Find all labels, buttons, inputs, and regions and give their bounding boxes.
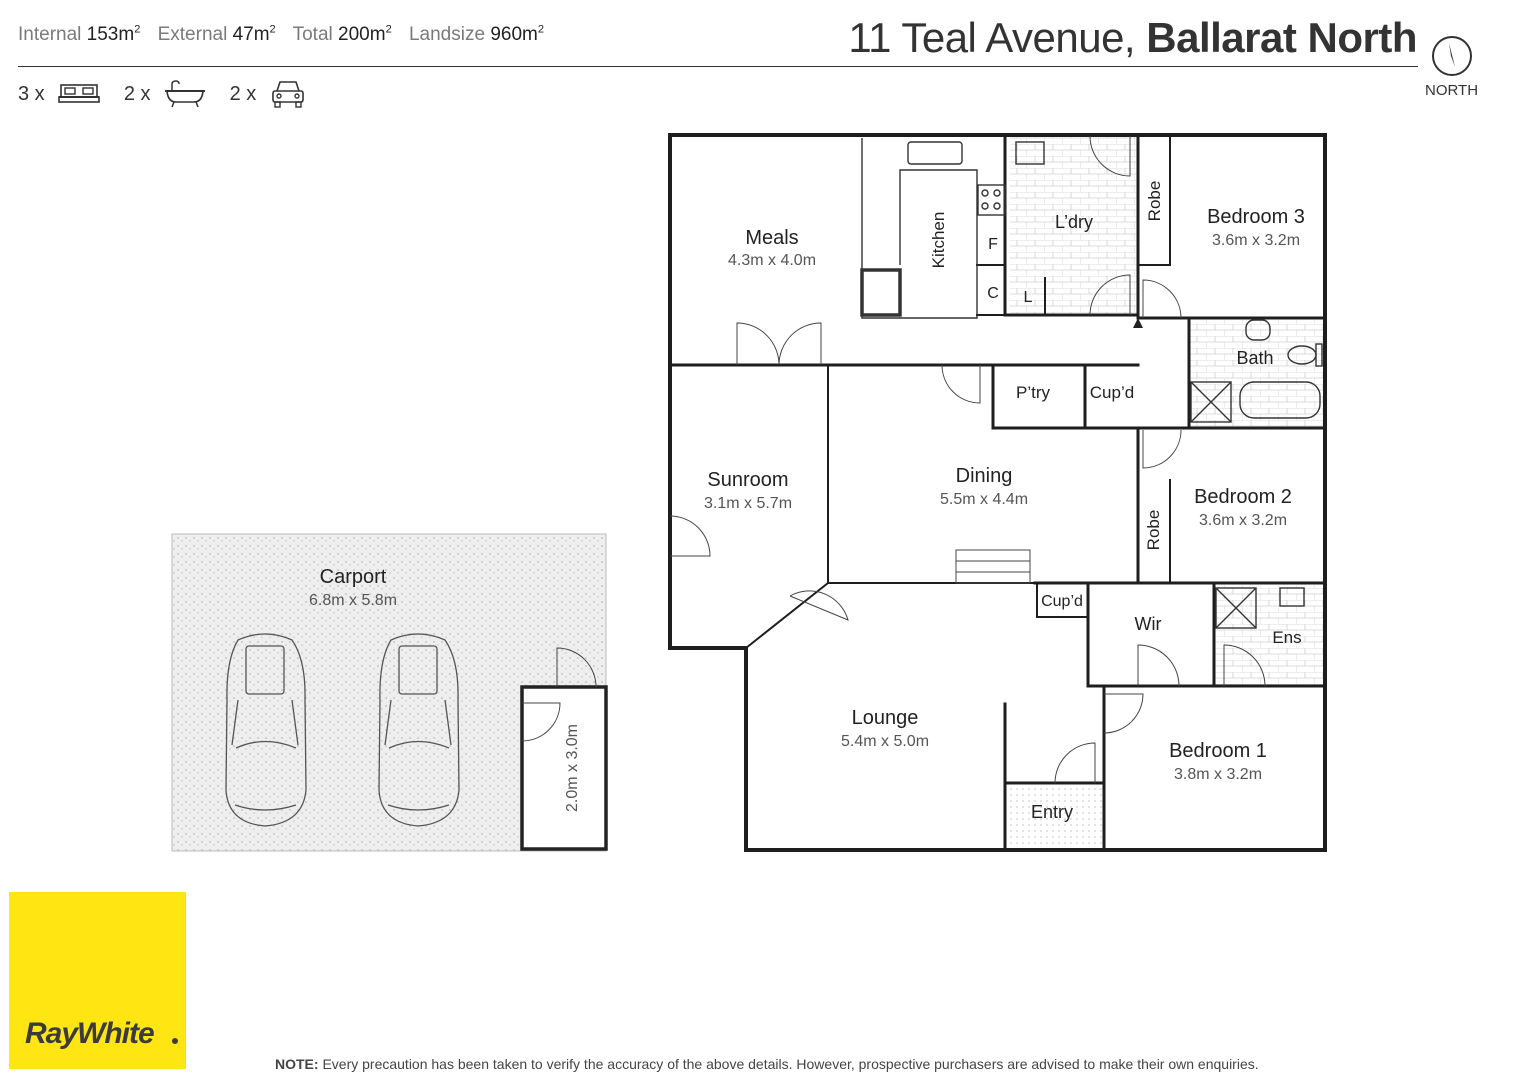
compass-label: NORTH xyxy=(1425,82,1479,99)
property-address: 11 Teal Avenue, Ballarat North xyxy=(848,14,1417,62)
carport-area xyxy=(171,533,607,852)
bed-icon xyxy=(58,84,101,103)
address-street: 11 Teal Avenue, xyxy=(848,14,1136,61)
dining-label: Dining xyxy=(956,465,1013,487)
carport-label: Carport xyxy=(320,566,387,588)
bedroom3-label: Bedroom 3 xyxy=(1207,206,1305,228)
sunroom-label: Sunroom xyxy=(707,469,788,491)
note-text: Every precaution has been taken to verif… xyxy=(318,1056,1259,1072)
robe3-label: Robe xyxy=(1145,181,1164,222)
logo-text: RayWhite xyxy=(25,1017,155,1050)
bedroom1-dims: 3.8m x 3.2m xyxy=(1174,766,1262,783)
bath-icon xyxy=(165,80,206,108)
car-right-icon xyxy=(378,633,460,827)
cupd1-label: Cup’d xyxy=(1090,383,1134,402)
cupd2-label: Cup’d xyxy=(1041,593,1083,610)
bath-count: 2 x xyxy=(123,82,151,105)
shed-dims: 2.0m x 3.0m xyxy=(564,724,581,812)
stat-landsize: Landsize 960m2 xyxy=(408,24,544,46)
logo-dot xyxy=(172,1038,178,1044)
stat-internal: Internal 153m2 xyxy=(18,24,141,46)
bedroom2-label: Bedroom 2 xyxy=(1194,486,1292,508)
wir-label: Wir xyxy=(1135,614,1162,634)
house-walls xyxy=(668,133,1327,852)
kitchen-label: Kitchen xyxy=(929,212,948,269)
storage-shed xyxy=(520,647,608,851)
meals-label: Meals xyxy=(745,227,798,249)
header-divider xyxy=(18,66,1418,67)
pantry-label: P’try xyxy=(1016,383,1051,402)
disclaimer-note: NOTE: Every precaution has been taken to… xyxy=(275,1056,1259,1072)
ensuite-label: Ens xyxy=(1272,628,1301,647)
feature-summary: 3 x 2 x 2 x xyxy=(18,79,324,109)
room-floors xyxy=(1006,136,1324,850)
car-left-icon xyxy=(225,633,307,827)
robe2-label: Robe xyxy=(1144,510,1163,551)
fridge-label: F xyxy=(988,236,998,253)
property-stats: Internal 153m2 External 47m2 Total 200m2… xyxy=(18,24,556,46)
kitchen-fixtures xyxy=(860,138,1323,629)
entry-arrow-icon xyxy=(1133,318,1143,328)
bedroom2-dims: 3.6m x 3.2m xyxy=(1199,512,1287,529)
bath-label: Bath xyxy=(1236,348,1273,368)
linen-l-label: L xyxy=(1024,289,1033,306)
bedroom3-dims: 3.6m x 3.2m xyxy=(1212,232,1300,249)
cupboard-c-label: C xyxy=(987,285,999,302)
lounge-label: Lounge xyxy=(852,707,919,729)
stat-external: External 47m2 xyxy=(157,24,276,46)
compass-icon xyxy=(1432,36,1472,76)
carport-dims: 6.8m x 5.8m xyxy=(309,592,397,609)
bedroom1-label: Bedroom 1 xyxy=(1169,740,1267,762)
meals-dims: 4.3m x 4.0m xyxy=(728,252,816,269)
note-label: NOTE: xyxy=(275,1056,319,1072)
sunroom-dims: 3.1m x 5.7m xyxy=(704,495,792,512)
entry-label: Entry xyxy=(1031,802,1073,822)
address-suburb: Ballarat North xyxy=(1146,14,1417,61)
stat-total: Total 200m2 xyxy=(292,24,392,46)
raywhite-logo: RayWhite xyxy=(9,892,186,1069)
bed-count: 3 x xyxy=(18,82,45,105)
laundry-label: L’dry xyxy=(1055,212,1093,232)
lounge-dims: 5.4m x 5.0m xyxy=(841,733,929,750)
doors xyxy=(669,135,1266,784)
room-labels: Meals 4.3m x 4.0m Kitchen F C L L’dry Ro… xyxy=(309,181,1305,822)
dining-dims: 5.5m x 4.4m xyxy=(940,491,1028,508)
car-icon xyxy=(272,81,304,108)
car-count: 2 x xyxy=(229,82,257,105)
